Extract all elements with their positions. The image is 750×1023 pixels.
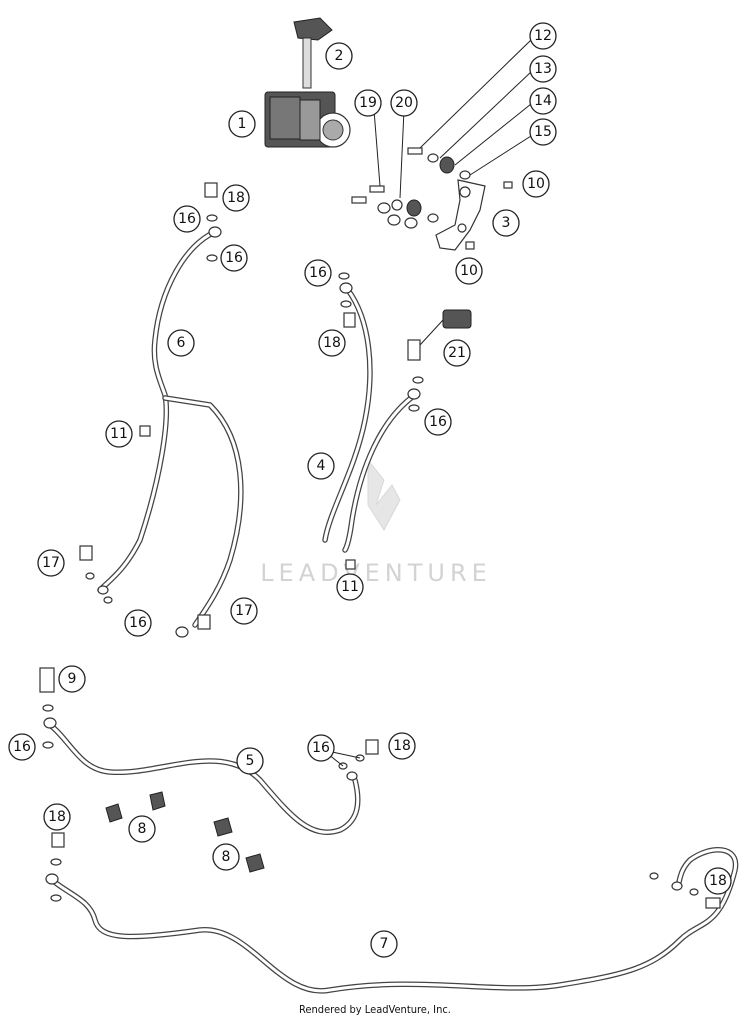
callout-8: 8 [128, 815, 156, 843]
svg-text:4: 4 [317, 458, 326, 474]
svg-text:13: 13 [534, 61, 552, 77]
svg-text:11: 11 [110, 426, 128, 442]
callout-6: 6 [167, 329, 195, 357]
svg-text:17: 17 [235, 603, 253, 619]
svg-text:9: 9 [68, 671, 77, 687]
abs-bracket-top [293, 17, 333, 89]
hose-4 [322, 272, 472, 570]
callout-9: 9 [58, 665, 86, 693]
callout-11b: 11 [336, 573, 364, 601]
callout-10: 10 [522, 170, 550, 198]
svg-text:16: 16 [13, 739, 31, 755]
callout-12: 12 [529, 22, 557, 50]
callout-20: 20 [390, 89, 418, 117]
watermark-text: LEADVENTURE [260, 559, 492, 587]
callout-15: 15 [529, 118, 557, 146]
callout-16a: 16 [173, 205, 201, 233]
hose-7 [45, 832, 739, 994]
svg-text:20: 20 [395, 95, 413, 111]
watermark: LEADVENTURE [260, 458, 492, 587]
svg-text:10: 10 [460, 263, 478, 279]
svg-text:17: 17 [42, 555, 60, 571]
callout-13: 13 [529, 55, 557, 83]
callout-18c: 18 [388, 732, 416, 760]
svg-text:3: 3 [502, 215, 511, 231]
callout-17b: 17 [230, 597, 258, 625]
svg-text:16: 16 [309, 265, 327, 281]
svg-text:1: 1 [238, 116, 247, 132]
svg-text:16: 16 [429, 414, 447, 430]
svg-text:14: 14 [534, 93, 552, 109]
svg-text:8: 8 [138, 821, 147, 837]
callout-7: 7 [370, 930, 398, 958]
svg-text:16: 16 [178, 211, 196, 227]
svg-text:16: 16 [129, 615, 147, 631]
callout-18e: 18 [704, 867, 732, 895]
svg-text:7: 7 [380, 936, 389, 952]
svg-text:16: 16 [225, 250, 243, 266]
callout-11: 11 [105, 420, 133, 448]
callout-8b: 8 [212, 843, 240, 871]
svg-text:11: 11 [341, 579, 359, 595]
clips-8 [105, 791, 265, 873]
hose-6 [79, 182, 244, 638]
callout-16f: 16 [8, 733, 36, 761]
callout-2: 2 [325, 42, 353, 70]
svg-text:18: 18 [393, 738, 411, 754]
svg-text:2: 2 [335, 48, 344, 64]
svg-text:18: 18 [48, 809, 66, 825]
svg-text:16: 16 [312, 740, 330, 756]
svg-text:15: 15 [534, 124, 552, 140]
bracket-fasteners [351, 147, 513, 250]
callout-21: 21 [443, 339, 471, 367]
callout-16d: 16 [424, 408, 452, 436]
callout-5: 5 [236, 747, 264, 775]
leader-lines [322, 39, 532, 767]
credit-text: Rendered by LeadVenture, Inc. [299, 1003, 451, 1016]
svg-text:5: 5 [246, 753, 255, 769]
callout-18a: 18 [222, 184, 250, 212]
callout-16e: 16 [124, 609, 152, 637]
callout-1: 1 [228, 110, 256, 138]
abs-modulator [264, 91, 351, 148]
callout-3: 3 [492, 209, 520, 237]
callout-16b: 16 [220, 244, 248, 272]
svg-text:12: 12 [534, 28, 552, 44]
svg-text:18: 18 [709, 873, 727, 889]
svg-text:18: 18 [323, 335, 341, 351]
callout-18d: 18 [43, 803, 71, 831]
callout-4: 4 [307, 452, 335, 480]
svg-text:6: 6 [177, 335, 186, 351]
callout-10b: 10 [455, 257, 483, 285]
callout-19: 19 [354, 89, 382, 117]
callout-18b: 18 [318, 329, 346, 357]
callout-14: 14 [529, 87, 557, 115]
callout-16c: 16 [304, 259, 332, 287]
svg-text:18: 18 [227, 190, 245, 206]
svg-text:19: 19 [359, 95, 377, 111]
callout-17a: 17 [37, 549, 65, 577]
abs-bracket [435, 179, 486, 251]
svg-text:21: 21 [448, 345, 466, 361]
svg-text:10: 10 [527, 176, 545, 192]
callout-16g: 16 [307, 734, 335, 762]
svg-text:8: 8 [222, 849, 231, 865]
